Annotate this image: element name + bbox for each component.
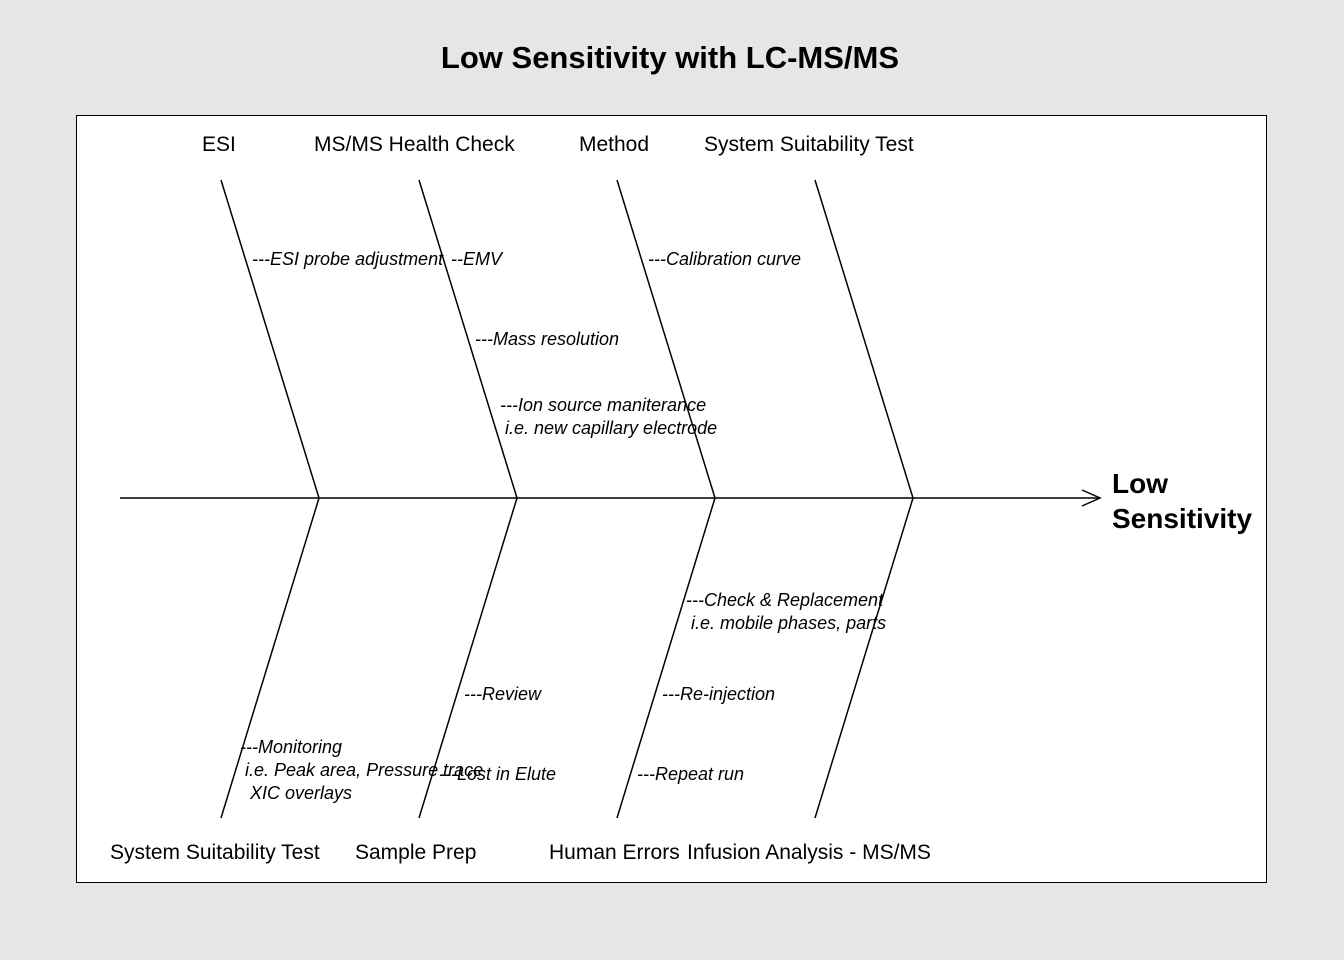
bone-bottom-human-errors: [616, 497, 716, 819]
effect-line-1: Low: [1112, 468, 1168, 499]
cause-review: ---Review: [464, 684, 542, 704]
category-label-sample-prep: Sample Prep: [355, 841, 477, 864]
category-label-system-suitability-test-top: System Suitability Test: [704, 133, 914, 156]
cause-check-replacement: ---Check & Replacement i.e. mobile phase…: [686, 590, 887, 633]
cause-esi-probe-adjustment: ---ESI probe adjustment: [252, 249, 444, 269]
cause-re-injection: ---Re-injection: [662, 684, 776, 704]
category-label-system-suitability-test-bottom: System Suitability Test: [110, 841, 320, 864]
cause-monitoring: ---Monitoring i.e. Peak area, Pressure t…: [240, 737, 484, 803]
category-label-human-errors: Human Errors: [549, 841, 680, 864]
bone-bottom-sample-prep: [418, 497, 518, 819]
bone-bottom-system-suitability-test: [220, 497, 320, 819]
bone-bottom-infusion-analysis: [814, 497, 914, 819]
spine-arrowhead: [1081, 489, 1102, 507]
category-label-infusion-analysis: Infusion Analysis - MS/MS: [687, 841, 931, 864]
category-label-method: Method: [579, 133, 650, 156]
cause-mass-resolution: ---Mass resolution: [475, 329, 620, 349]
diagram-panel: [76, 115, 1267, 883]
cause-emv: --EMV: [451, 249, 502, 269]
cause-repeat-run: ---Repeat run: [637, 764, 745, 784]
effect-label: Low Sensitivity: [1112, 466, 1252, 536]
category-label-esi: ESI: [202, 133, 236, 156]
cause-calibration-curve: ---Calibration curve: [648, 249, 802, 269]
bone-top-method: [616, 179, 716, 499]
cause-lost-in-elute: ---Lost in Elute: [439, 764, 557, 784]
diagram-title: Low Sensitivity with LC-MS/MS: [440, 40, 900, 75]
bone-top-msms-health-check: [418, 179, 518, 499]
bone-top-esi: [220, 179, 320, 499]
category-label-msms-health-check: MS/MS Health Check: [314, 133, 515, 156]
bone-top-system-suitability-test: [814, 179, 914, 499]
effect-line-2: Sensitivity: [1112, 503, 1253, 534]
cause-ion-source-maintenance: ---Ion source maniterance i.e. new capil…: [500, 395, 718, 438]
